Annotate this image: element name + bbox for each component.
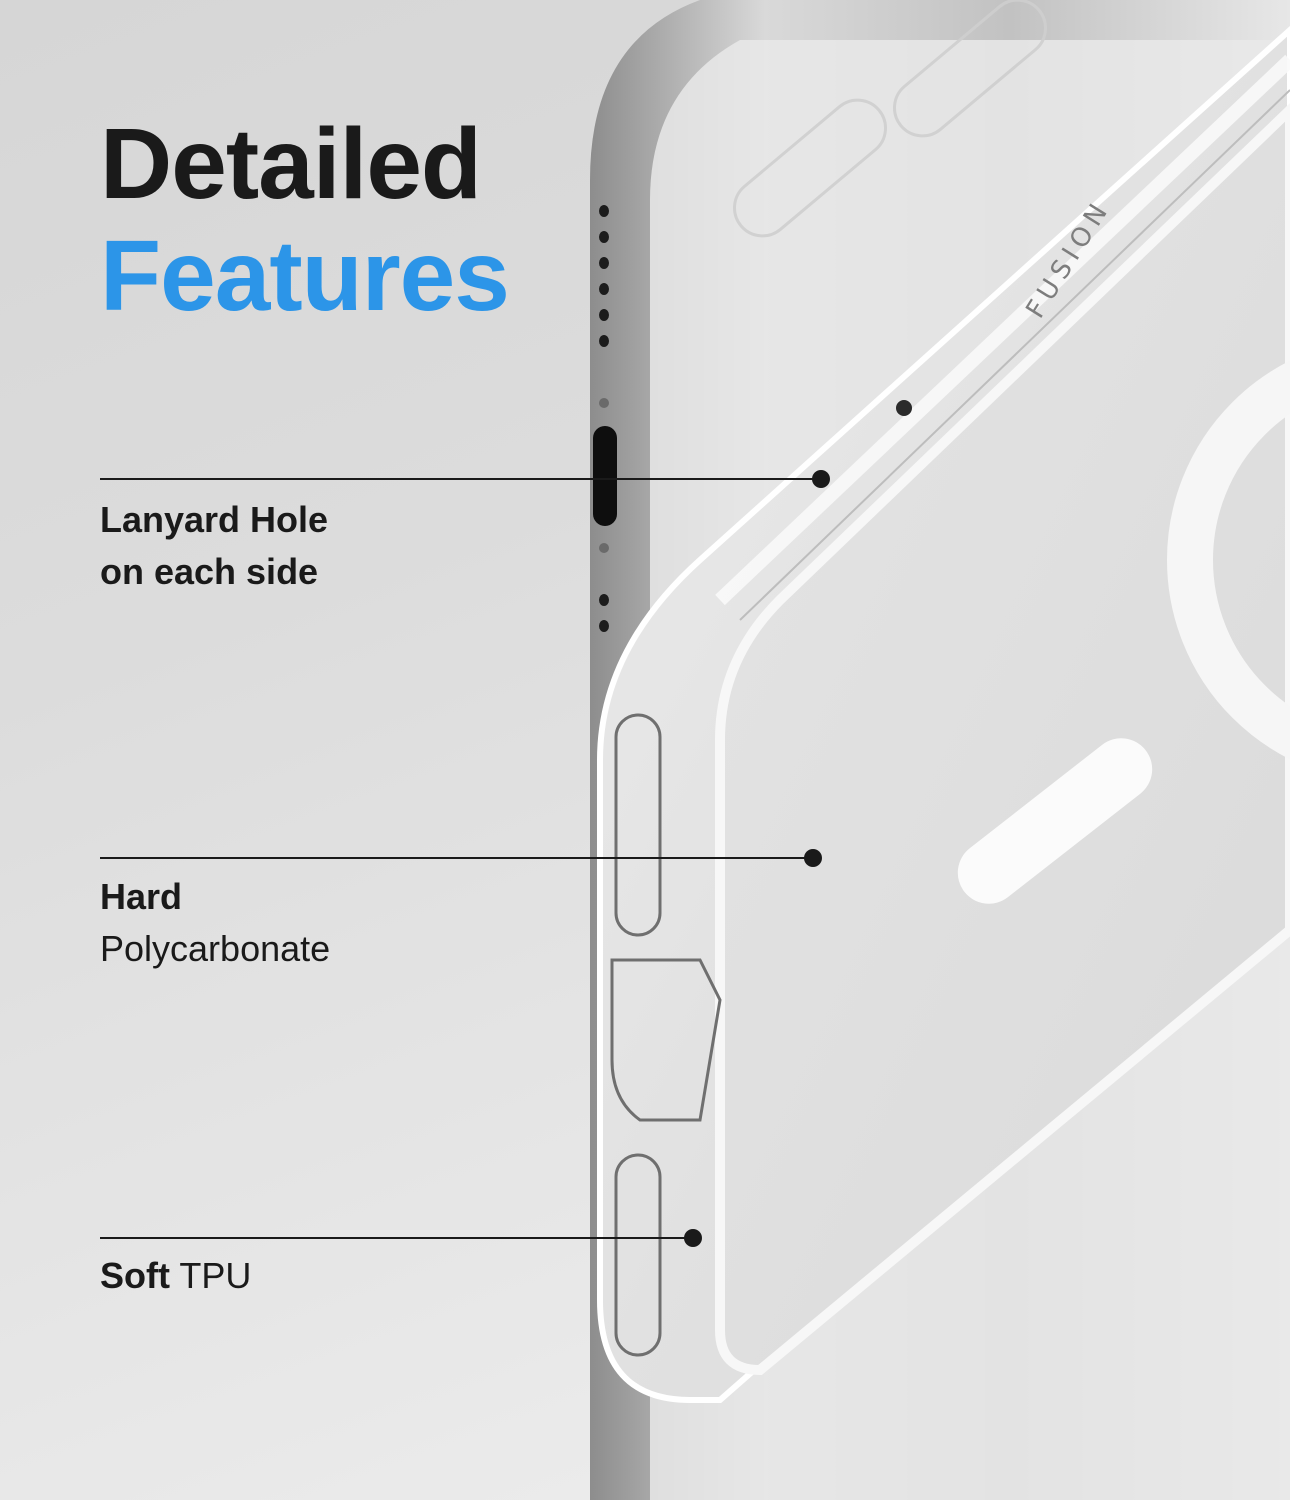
callout-dot: [812, 470, 830, 488]
button-cutout: [610, 958, 722, 1122]
callout-title: Lanyard Hole: [100, 499, 329, 540]
callout-subtitle: TPU: [169, 1255, 252, 1296]
magsafe-ring: [957, 361, 1290, 904]
page-title: Detailed Features: [100, 108, 510, 332]
callout-leader-line: [100, 478, 816, 480]
charging-port: [593, 426, 617, 526]
screw-icon: [599, 543, 609, 553]
callout-title: Soft: [100, 1255, 170, 1296]
callout-title: Hard: [100, 876, 183, 917]
callout-dot: [804, 849, 822, 867]
callout-dot: [684, 1229, 702, 1247]
title-line-1: Detailed: [100, 108, 482, 220]
callout-subtitle: Polycarbonate: [100, 928, 331, 969]
title-line-2: Features: [100, 220, 510, 332]
button-cutout: [614, 713, 662, 937]
callout-hard-polycarbonate: Hard Polycarbonate: [100, 871, 330, 975]
lanyard-hole: [896, 400, 912, 416]
clear-case: FUSION: [597, 25, 1290, 1403]
button-cutout: [614, 1153, 662, 1357]
callout-soft-tpu: Soft TPU: [100, 1250, 251, 1302]
callout-leader-line: [100, 857, 808, 859]
speaker-grille: [599, 205, 609, 632]
callout-subtitle: on each side: [100, 551, 319, 592]
callout-leader-line: [100, 1237, 688, 1239]
callout-lanyard-hole: Lanyard Hole on each side: [100, 494, 328, 598]
screw-icon: [599, 398, 609, 408]
